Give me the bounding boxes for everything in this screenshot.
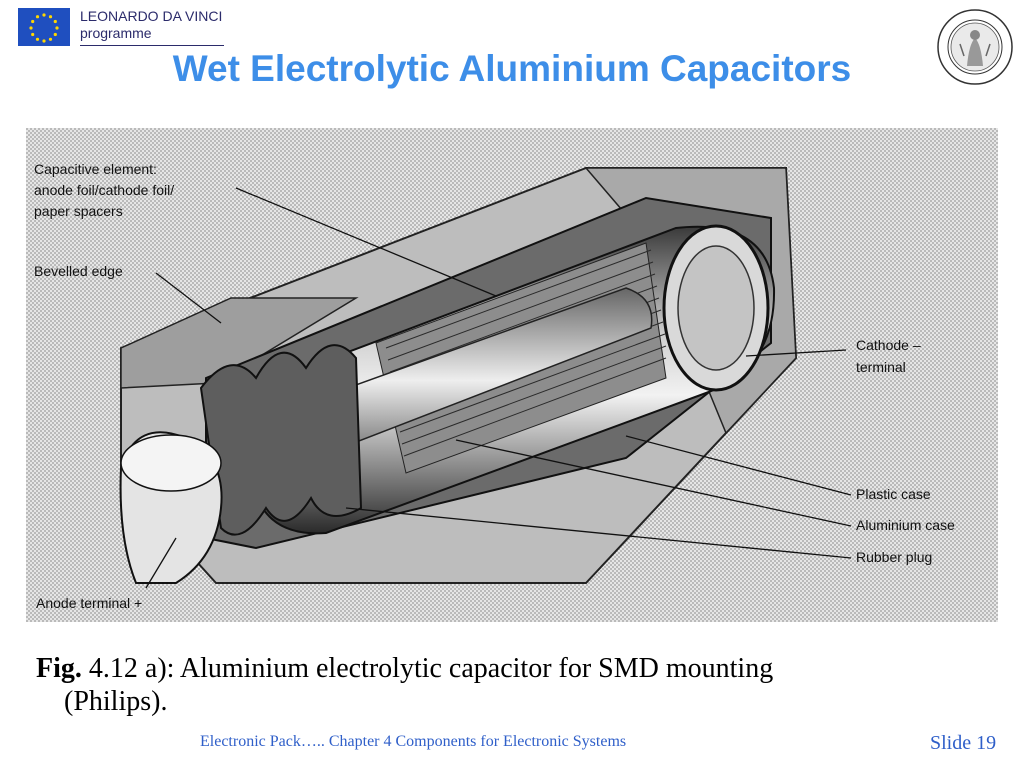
logo-underline — [80, 45, 224, 46]
capacitor-cutaway-figure: Capacitive element: anode foil/cathode f… — [26, 128, 998, 622]
caption-fig-label: Fig. — [36, 653, 82, 684]
leonardo-logo: LEONARDO DA VINCI programme — [18, 6, 226, 48]
label-anode-terminal: Anode terminal + — [36, 595, 142, 611]
label-cathode-1: Cathode – — [856, 337, 921, 353]
logo-line-2: programme — [80, 25, 152, 41]
label-bevelled-edge: Bevelled edge — [34, 263, 123, 279]
figure-caption: Fig. 4.12 a): Aluminium electrolytic cap… — [36, 652, 986, 718]
slide-title: Wet Electrolytic Aluminium Capacitors — [172, 48, 852, 89]
label-plastic-case: Plastic case — [856, 486, 931, 502]
label-capacitive-3: paper spacers — [34, 203, 123, 219]
label-capacitive-2: anode foil/cathode foil/ — [34, 182, 174, 198]
label-capacitive-1: Capacitive element: — [34, 161, 157, 177]
label-cathode-2: terminal — [856, 359, 906, 375]
label-rubber-plug: Rubber plug — [856, 549, 932, 565]
eu-flag-icon — [18, 8, 70, 46]
logo-text: LEONARDO DA VINCI programme — [80, 8, 222, 42]
logo-line-1: LEONARDO DA VINCI — [80, 8, 223, 24]
university-seal — [936, 8, 1014, 86]
footer-text: Electronic Pack….. Chapter 4 Components … — [200, 733, 627, 750]
caption-text-line-1: 4.12 a): Aluminium electrolytic capacito… — [88, 653, 774, 684]
slide-number: Slide 19 — [930, 732, 997, 754]
label-aluminium-case: Aluminium case — [856, 517, 955, 533]
caption-text-line-2: (Philips). — [64, 686, 168, 717]
